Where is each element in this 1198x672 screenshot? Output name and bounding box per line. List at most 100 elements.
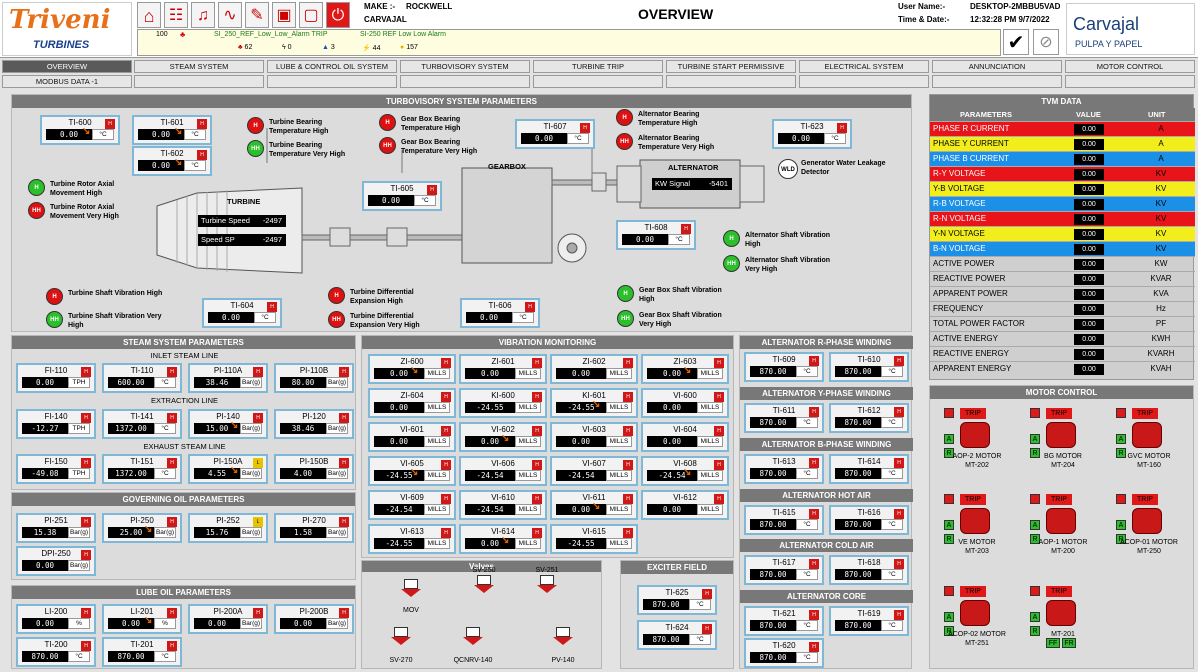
nav-button-secondary[interactable] [932, 75, 1062, 88]
trend-icon[interactable]: ↘ [144, 524, 153, 535]
trend-icon[interactable]: ↘ [592, 399, 601, 410]
alarm-flag-icon[interactable]: H [441, 528, 451, 538]
alarm-flag-icon[interactable]: H [532, 460, 542, 470]
alarm-flag-icon[interactable]: H [894, 610, 904, 620]
alarm-flag-icon[interactable]: H [253, 608, 263, 618]
nav-button-secondary[interactable] [533, 75, 663, 88]
alarm-flag-icon[interactable]: H [197, 150, 207, 160]
alarm-flag-icon[interactable]: H [809, 642, 819, 652]
alarm-flag-icon[interactable]: H [623, 358, 633, 368]
alarm-flag-icon[interactable]: H [81, 367, 91, 377]
alarm-flag-icon[interactable]: H [525, 302, 535, 312]
nav-button[interactable]: ELECTRICAL SYSTEM [799, 60, 929, 73]
alarm-flag-icon[interactable]: H [714, 494, 724, 504]
alarm-flag-icon[interactable]: H [894, 356, 904, 366]
trend-icon[interactable]: ↘ [501, 433, 510, 444]
alarm-flag-icon[interactable]: H [623, 460, 633, 470]
alarm-flag-icon[interactable]: H [714, 426, 724, 436]
nav-button[interactable]: TURBOVISORY SYSTEM [400, 60, 530, 73]
nav-button-secondary[interactable] [267, 75, 397, 88]
valve[interactable]: MOV [396, 579, 426, 619]
silence-icon[interactable]: ⊘ [1033, 29, 1059, 55]
alarm-flag-icon[interactable]: H [167, 458, 177, 468]
alarm-flag-icon[interactable]: H [532, 494, 542, 504]
alarm-banner[interactable]: 100 ♣ SI_250_REF_Low_Low_Alarm TRIP SI-2… [137, 29, 1001, 56]
trend-icon[interactable]: ↘ [174, 126, 183, 137]
alarm-flag-icon[interactable]: H [623, 392, 633, 402]
nav-button-secondary[interactable]: MODBUS DATA -1 [2, 75, 132, 88]
alarm-flag-icon[interactable]: H [81, 517, 91, 527]
network-icon[interactable]: ☷ [164, 2, 188, 28]
trend-icon[interactable]: ↘ [501, 535, 510, 546]
alarm-flag-icon[interactable]: H [809, 610, 819, 620]
nav-button-secondary[interactable] [666, 75, 796, 88]
alarm-flag-icon[interactable]: H [894, 458, 904, 468]
trend-icon[interactable]: ↘ [144, 615, 153, 626]
trend-icon[interactable]: ↘ [230, 465, 239, 476]
alarm-flag-icon[interactable]: H [105, 119, 115, 129]
valve[interactable]: PV-140 [548, 627, 578, 667]
alarm-flag-icon[interactable]: H [441, 494, 451, 504]
alarm-flag-icon[interactable]: H [167, 608, 177, 618]
alarm-flag-icon[interactable]: H [267, 302, 277, 312]
alarm-flag-icon[interactable]: H [681, 224, 691, 234]
alarm-flag-icon[interactable]: H [441, 460, 451, 470]
alarm-flag-icon[interactable]: H [894, 509, 904, 519]
alarm-flag-icon[interactable]: H [532, 392, 542, 402]
nav-button-secondary[interactable] [400, 75, 530, 88]
nav-button[interactable]: MOTOR CONTROL [1065, 60, 1195, 73]
alarm-flag-icon[interactable]: H [441, 392, 451, 402]
alarm-flag-icon[interactable]: H [532, 528, 542, 538]
alarm-flag-icon[interactable]: H [623, 528, 633, 538]
alarm-flag-icon[interactable]: H [81, 550, 91, 560]
alarm-flag-icon[interactable]: H [809, 458, 819, 468]
nav-button[interactable]: OVERVIEW [2, 60, 132, 73]
alarm-flag-icon[interactable]: H [81, 608, 91, 618]
alarm-flag-icon[interactable]: H [441, 426, 451, 436]
valve[interactable]: SV-250 [469, 567, 499, 615]
valve[interactable]: SV-270 [386, 627, 416, 667]
alarm-flag-icon[interactable]: H [167, 413, 177, 423]
